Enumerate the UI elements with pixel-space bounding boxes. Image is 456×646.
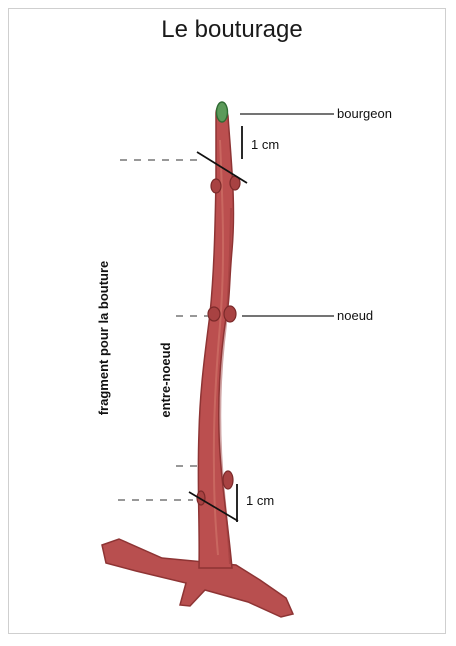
cutting-fragment-label: fragment pour la bouture <box>96 261 111 416</box>
bud-icon <box>217 102 228 122</box>
internode-label: entre-noeud <box>158 342 173 417</box>
root-base-shape <box>102 539 293 617</box>
upper-node-icon <box>211 179 221 193</box>
diagram-title: Le bouturage <box>161 16 302 43</box>
middle-node-right-icon <box>224 306 236 322</box>
middle-node-left-icon <box>208 307 220 321</box>
bud-label: bourgeon <box>337 106 392 121</box>
node-label: noeud <box>337 308 373 323</box>
top-measure-label: 1 cm <box>251 137 279 152</box>
bottom-measure-label: 1 cm <box>246 493 274 508</box>
lower-node-icon <box>223 471 233 489</box>
